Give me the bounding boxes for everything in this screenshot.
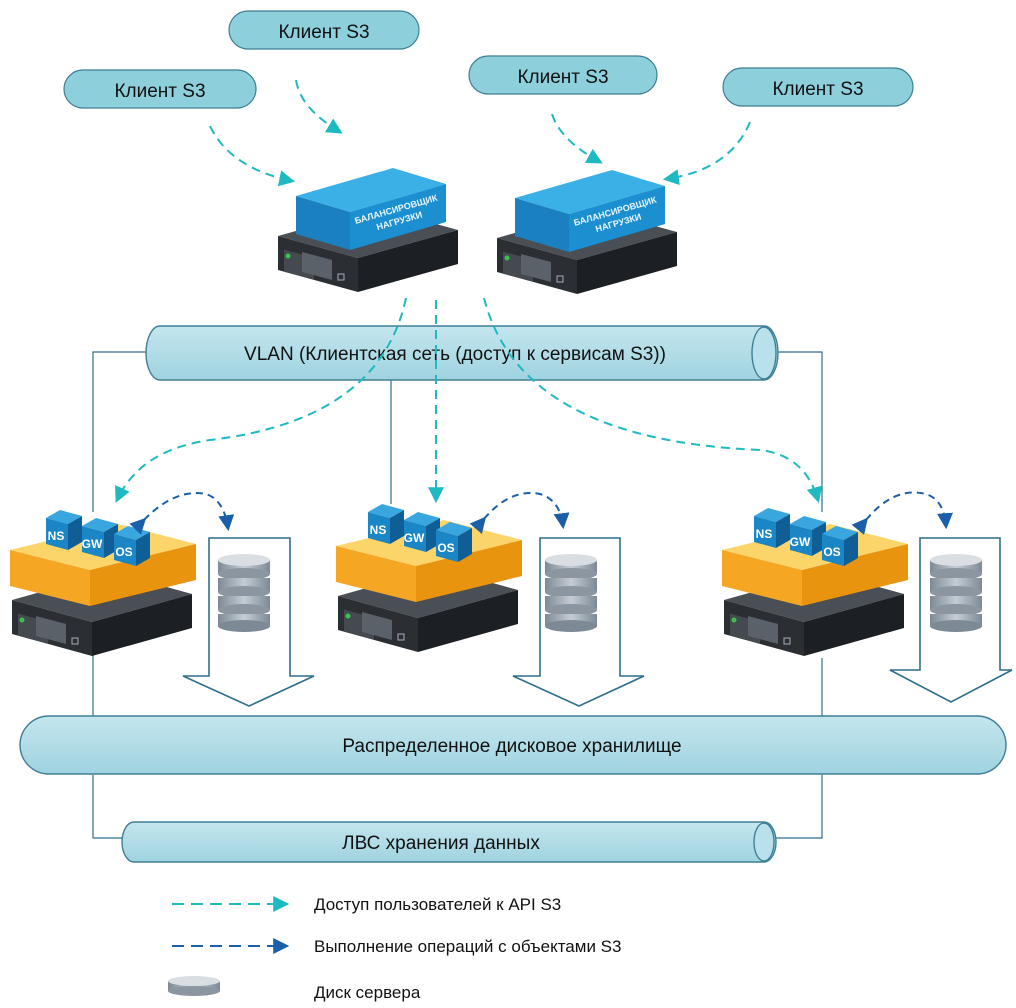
server-disk-icon — [545, 554, 597, 632]
module-ns-label: NS — [48, 529, 65, 543]
storage-lan-label: ЛВС хранения данных — [342, 833, 540, 854]
legend-item-object-ops: Выполнение операций с объектами S3 — [172, 937, 621, 956]
client-to-balancer-arrows — [209, 79, 751, 187]
distributed-storage-pipe: Распределенное дисковое хранилище — [19, 715, 1007, 775]
client-network-pipe: VLAN (Клиентская сеть (доступ к сервисам… — [145, 325, 779, 381]
load-balancer-1: БАЛАНСИРОВЩИК НАГРУЗКИ — [277, 168, 459, 293]
module-ns-label: NS — [370, 523, 387, 537]
module-gw-label: GW — [404, 531, 425, 545]
client-label: Клиент S3 — [772, 79, 863, 100]
module-gw-label: GW — [790, 535, 811, 549]
legend-item-server-disk: Диск сервера — [168, 976, 421, 1002]
disk-arrow-2 — [512, 537, 645, 707]
storage-lan-pipe: ЛВС хранения данных — [121, 821, 777, 863]
client-label: Клиент S3 — [278, 22, 369, 43]
disk-icon — [168, 976, 220, 996]
storage-node-1: NS GW OS — [10, 510, 196, 657]
module-os-label: OS — [115, 545, 132, 559]
object-operation-arrows — [129, 491, 953, 535]
module-os-label: OS — [437, 541, 454, 555]
disk-arrow-1 — [182, 537, 315, 707]
module-gw-label: GW — [82, 537, 103, 551]
client-s3-2: Клиент S3 — [63, 69, 257, 109]
client-label: Клиент S3 — [517, 67, 608, 88]
balancer-to-node-arrows — [115, 297, 823, 504]
client-s3-4: Клиент S3 — [722, 67, 914, 107]
legend-label-user-api: Доступ пользователей к API S3 — [314, 895, 561, 914]
legend: Доступ пользователей к API S3 Выполнение… — [168, 895, 621, 1002]
legend-label-server-disk: Диск сервера — [314, 983, 421, 1002]
storage-node-2: NS GW OS — [336, 504, 522, 653]
disk-arrow-3 — [889, 537, 1013, 703]
server-disk-icon — [218, 554, 270, 632]
distributed-storage-label: Распределенное дисковое хранилище — [342, 736, 681, 757]
server-disk-icon — [930, 554, 982, 632]
storage-node-3: NS GW OS — [722, 508, 908, 657]
module-ns-label: NS — [756, 527, 773, 541]
client-s3-1: Клиент S3 — [228, 10, 420, 50]
client-label: Клиент S3 — [114, 81, 205, 102]
network-lines — [92, 351, 823, 839]
legend-item-user-api: Доступ пользователей к API S3 — [172, 895, 561, 914]
client-network-label: VLAN (Клиентская сеть (доступ к сервисам… — [244, 344, 666, 365]
client-s3-3: Клиент S3 — [468, 55, 658, 95]
module-os-label: OS — [823, 545, 840, 559]
legend-label-object-ops: Выполнение операций с объектами S3 — [314, 937, 621, 956]
load-balancer-2: БАЛАНСИРОВЩИК НАГРУЗКИ — [496, 170, 678, 295]
